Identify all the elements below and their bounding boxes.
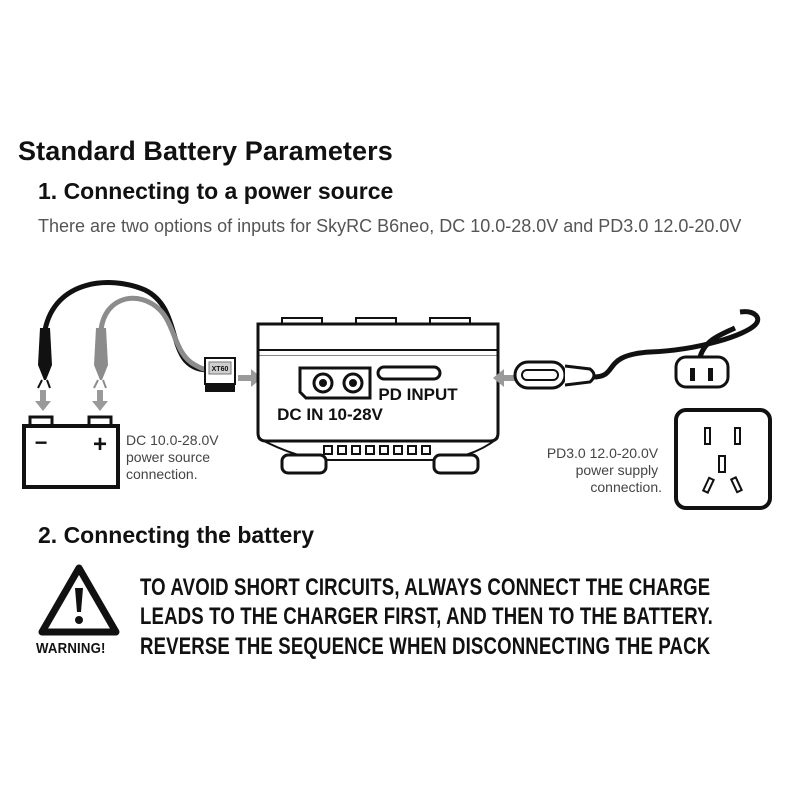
- charger-icon: PD INPUT DC IN 10-28V: [256, 317, 500, 475]
- arrows-to-battery: [35, 390, 108, 411]
- dc-input-port: [298, 366, 372, 400]
- warning-label: WARNING!: [36, 640, 106, 657]
- gray-clip-icon: [93, 328, 108, 389]
- xt60-mark: XT60: [212, 366, 229, 373]
- black-clip-icon: [37, 328, 52, 389]
- battery-plus: +: [93, 431, 107, 458]
- dc-port-label: DC IN 10-28V: [277, 405, 383, 424]
- warning-text-line-2: LEADS TO THE CHARGER FIRST, AND THEN TO …: [140, 603, 713, 630]
- xt60-plug-icon: XT60: [204, 357, 236, 392]
- section-1-description: There are two options of inputs for SkyR…: [38, 216, 742, 236]
- dc-caption: DC 10.0-28.0V power source connection.: [126, 432, 223, 482]
- connection-diagram: XT60 − + DC 10.0-28.0V power source conn…: [22, 280, 772, 510]
- usb-c-cable: [513, 309, 761, 390]
- pd-input-port: [376, 365, 442, 381]
- section-2-heading: 2. Connecting the battery: [38, 522, 315, 548]
- page-title: Standard Battery Parameters: [18, 136, 393, 166]
- section-1-heading: 1. Connecting to a power source: [38, 178, 394, 204]
- pd-caption: PD3.0 12.0-20.0V power supply connection…: [547, 445, 662, 495]
- battery-minus: −: [35, 430, 48, 455]
- warning-text-line-3: REVERSE THE SEQUENCE WHEN DISCONNECTING …: [140, 633, 711, 660]
- wall-outlet-icon: [674, 408, 772, 510]
- arrow-to-pd: [493, 369, 517, 387]
- usb-c-plug-icon: [513, 360, 596, 390]
- warning-text-line-1: TO AVOID SHORT CIRCUITS, ALWAYS CONNECT …: [140, 574, 711, 601]
- warning-triangle-icon: [38, 564, 120, 636]
- wall-plug-icon: [674, 325, 737, 389]
- alligator-leads: XT60: [37, 280, 236, 392]
- battery-icon: − +: [22, 415, 120, 489]
- pd-port-label: PD INPUT: [378, 385, 458, 404]
